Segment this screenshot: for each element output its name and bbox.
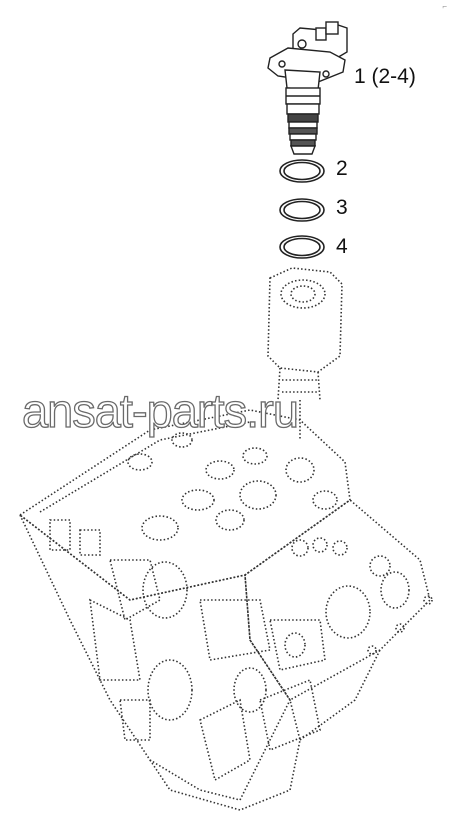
o-ring-4 — [279, 235, 325, 259]
callout-4: 4 — [336, 235, 348, 258]
o-ring-3 — [279, 198, 325, 222]
engine-block-outline — [18, 267, 433, 811]
watermark: ansat-parts.ru — [21, 383, 299, 437]
callout-3: 3 — [336, 196, 348, 219]
o-ring-2 — [279, 159, 325, 183]
callout-1: 1 (2-4) — [354, 65, 416, 88]
callout-2: 2 — [336, 157, 348, 180]
injection-pump-unit — [267, 21, 348, 155]
corner-mark: ⌐ — [442, 2, 447, 11]
